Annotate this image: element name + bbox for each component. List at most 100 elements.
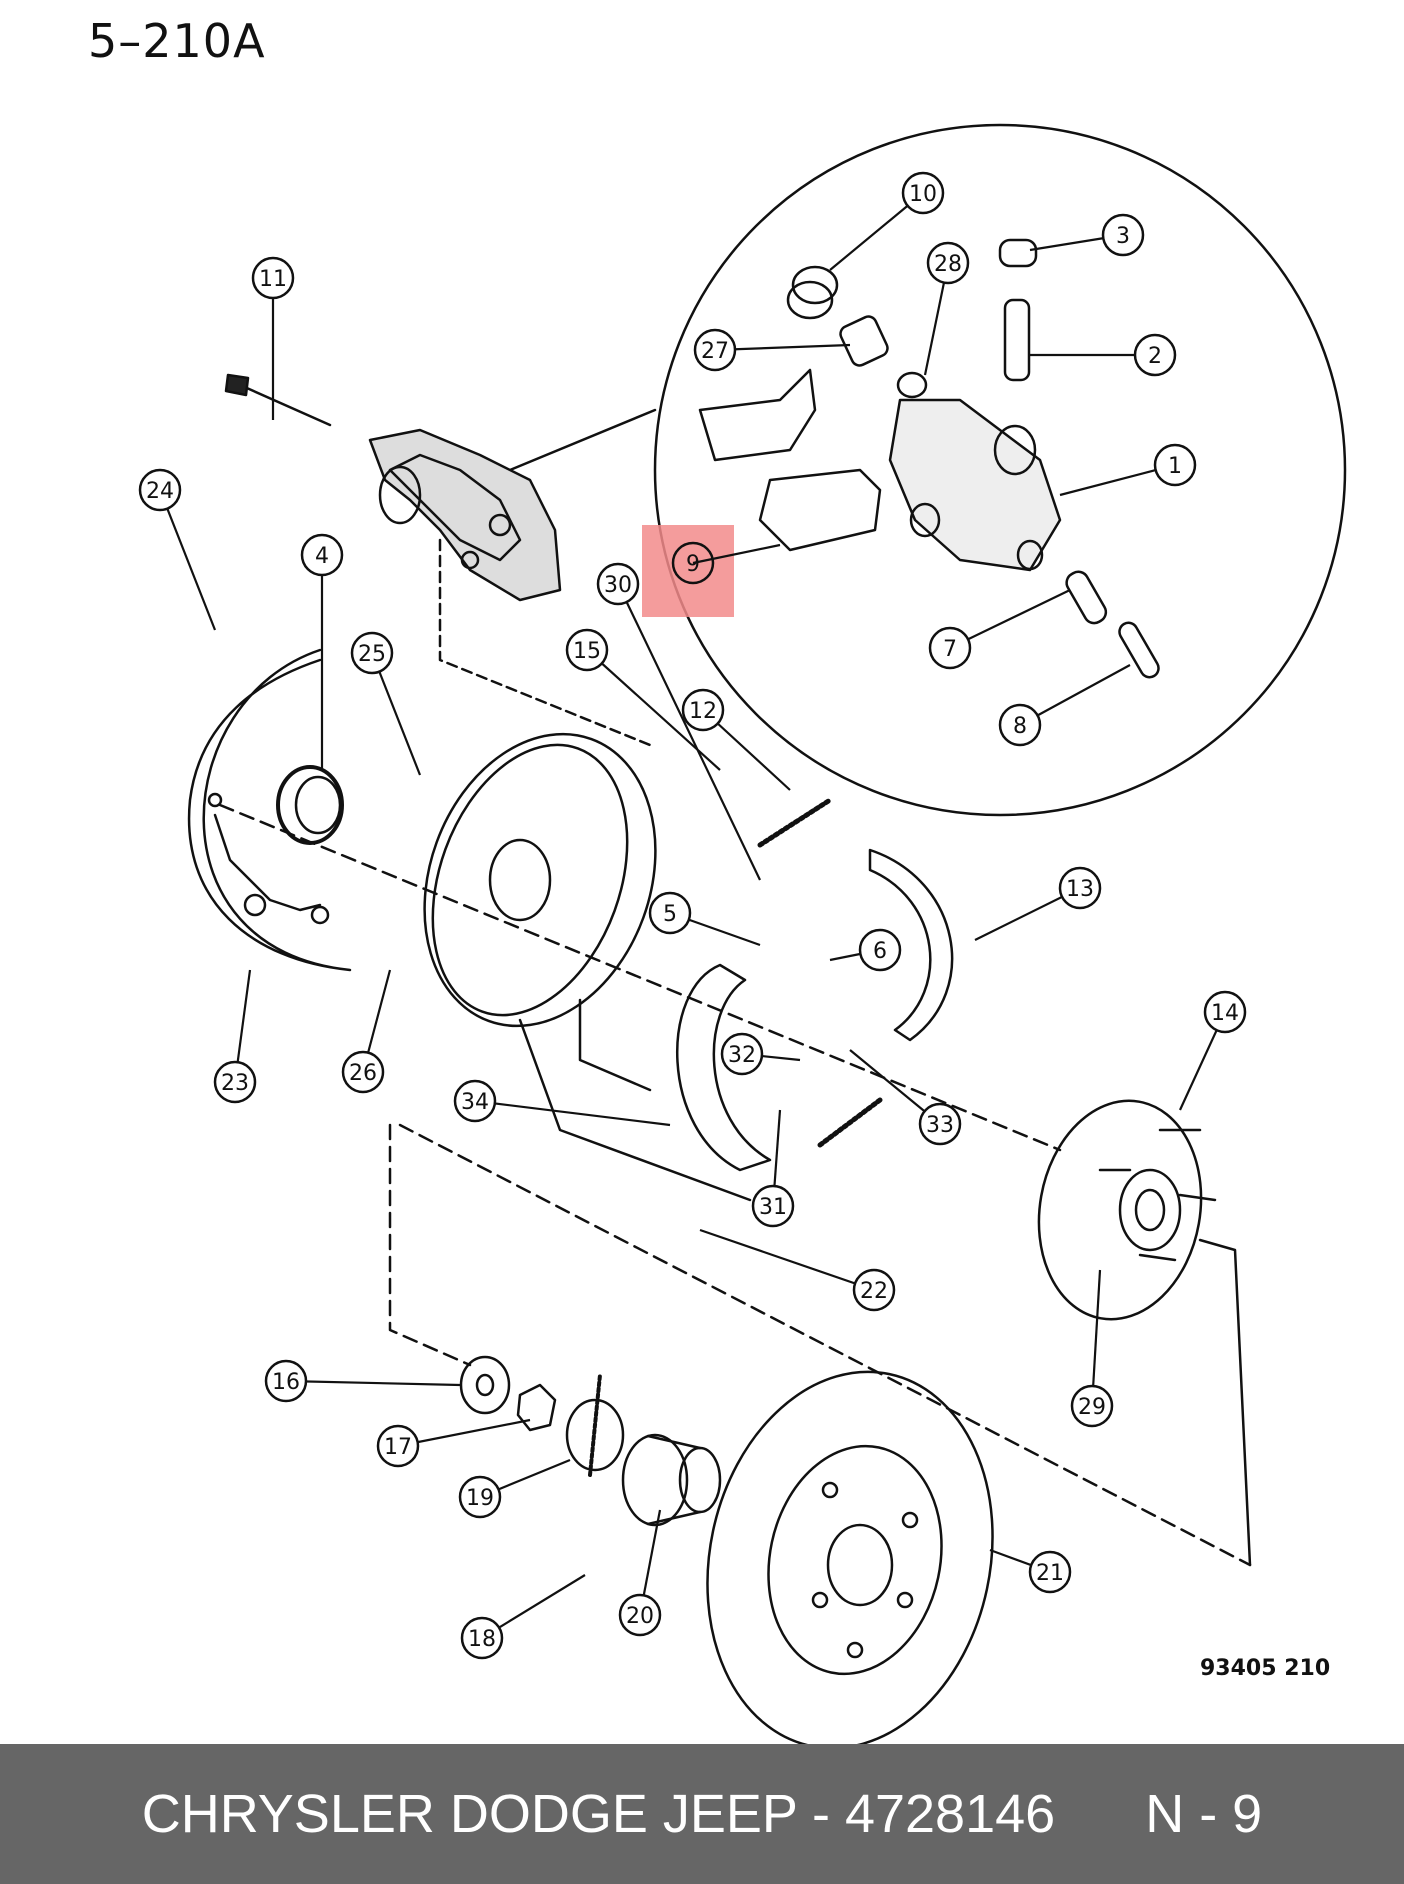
callout-number: 26 xyxy=(349,1061,377,1086)
callout-number: 30 xyxy=(604,573,632,598)
callout-circle xyxy=(460,1616,504,1660)
figure-code: 93405 210 xyxy=(1200,1656,1331,1681)
callout-circle xyxy=(751,1184,795,1228)
callout-6: 6 xyxy=(858,928,902,972)
callout-circle xyxy=(928,626,972,670)
leader-line-27 xyxy=(714,343,851,352)
callout-number: 22 xyxy=(860,1279,888,1304)
callout-18: 18 xyxy=(460,1616,504,1660)
callout-number: 3 xyxy=(1116,224,1130,249)
callout-number: 21 xyxy=(1036,1561,1064,1586)
footer-part-label: CHRYSLER DODGE JEEP - 4728146 N - 9 xyxy=(141,1784,1263,1844)
callout-number: 28 xyxy=(934,252,962,277)
callout-number: 19 xyxy=(466,1486,494,1511)
callout-circle xyxy=(264,1359,308,1403)
callout-circle xyxy=(1101,213,1145,257)
caliper-detail-circle xyxy=(653,123,1347,817)
callout-circle xyxy=(901,171,945,215)
callout-circle xyxy=(1133,333,1177,377)
callout-number: 20 xyxy=(626,1604,654,1629)
callout-3: 3 xyxy=(1101,213,1145,257)
leader-line-30 xyxy=(617,583,761,881)
callout-circle xyxy=(1070,1384,1114,1428)
callout-30: 30 xyxy=(596,562,640,606)
callout-number: 10 xyxy=(909,182,937,207)
callout-circle xyxy=(720,1032,764,1076)
callout-circle xyxy=(596,562,640,606)
callout-circle xyxy=(1058,866,1102,910)
callout-number: 11 xyxy=(259,267,287,292)
callout-circle xyxy=(1153,443,1197,487)
callout-circle xyxy=(926,241,970,285)
exploded-view-drawing: 1234567891011121314151617181920212223242… xyxy=(138,123,1347,1744)
callout-circle xyxy=(138,468,182,512)
callout-number: 32 xyxy=(728,1043,756,1068)
callout-circle xyxy=(300,533,344,577)
callout-circle xyxy=(1203,990,1247,1034)
leader-line-16 xyxy=(285,1379,461,1387)
callout-circle xyxy=(458,1475,502,1519)
callout-24: 24 xyxy=(138,468,182,512)
callout-number: 4 xyxy=(315,544,329,569)
callout-number: 16 xyxy=(272,1370,300,1395)
callout-number: 15 xyxy=(573,639,601,664)
callout-number: 12 xyxy=(689,699,717,724)
callout-number: 5 xyxy=(663,902,677,927)
leader-line-22 xyxy=(699,1228,875,1292)
callout-31: 31 xyxy=(751,1184,795,1228)
callout-11: 11 xyxy=(251,256,295,300)
callout-number: 13 xyxy=(1066,877,1094,902)
leader-line-25 xyxy=(370,652,422,776)
leader-line-7 xyxy=(949,589,1071,649)
callout-circle xyxy=(376,1424,420,1468)
callout-number: 25 xyxy=(358,642,386,667)
diagram-title: 5–210A xyxy=(88,14,266,68)
callout-number: 7 xyxy=(943,637,957,662)
callout-circle xyxy=(998,703,1042,747)
callout-number: 18 xyxy=(468,1627,496,1652)
callout-8: 8 xyxy=(998,703,1042,747)
callout-20: 20 xyxy=(618,1593,662,1637)
callout-number: 27 xyxy=(701,339,729,364)
callout-number: 23 xyxy=(221,1071,249,1096)
callout-circle xyxy=(648,891,692,935)
callout-4: 4 xyxy=(300,533,344,577)
callout-33: 33 xyxy=(918,1102,962,1146)
leader-line-9 xyxy=(692,543,781,565)
callout-28: 28 xyxy=(926,241,970,285)
callout-2: 2 xyxy=(1133,333,1177,377)
callout-number: 6 xyxy=(873,939,887,964)
callout-number: 33 xyxy=(926,1113,954,1138)
callout-number: 14 xyxy=(1211,1001,1239,1026)
callout-32: 32 xyxy=(720,1032,764,1076)
callout-16: 16 xyxy=(264,1359,308,1403)
callout-22: 22 xyxy=(852,1268,896,1312)
footer-bar xyxy=(0,1744,1404,1884)
callout-circle xyxy=(251,256,295,300)
callout-19: 19 xyxy=(458,1475,502,1519)
callout-number: 31 xyxy=(759,1195,787,1220)
callout-circle xyxy=(350,631,394,675)
callout-23: 23 xyxy=(213,1060,257,1104)
callout-circle xyxy=(453,1079,497,1123)
callout-13: 13 xyxy=(1058,866,1102,910)
callout-29: 29 xyxy=(1070,1384,1114,1428)
callout-circle xyxy=(918,1102,962,1146)
leader-line-24 xyxy=(158,489,217,631)
callout-5: 5 xyxy=(648,891,692,935)
callout-10: 10 xyxy=(901,171,945,215)
leader-line-17 xyxy=(397,1418,531,1448)
callout-circle xyxy=(852,1268,896,1312)
callout-circle xyxy=(618,1593,662,1637)
callout-number: 9 xyxy=(686,552,700,577)
leader-line-29 xyxy=(1090,1269,1102,1407)
callout-circle xyxy=(858,928,902,972)
callout-25: 25 xyxy=(350,631,394,675)
callout-circle xyxy=(1028,1550,1072,1594)
callout-circle xyxy=(693,328,737,372)
callout-9: 9 xyxy=(671,541,715,585)
callout-7: 7 xyxy=(928,626,972,670)
callout-circle xyxy=(681,688,725,732)
callout-number: 1 xyxy=(1168,454,1182,479)
